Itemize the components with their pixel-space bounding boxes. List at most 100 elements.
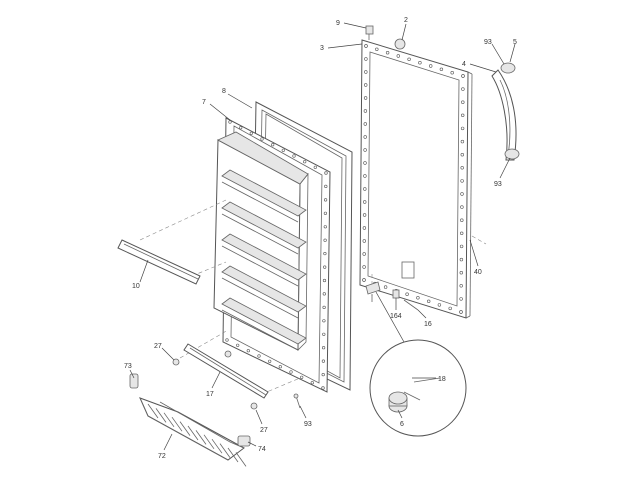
callout-27-right: 27 (260, 427, 268, 434)
screw-hole (363, 200, 367, 204)
basket-wire (219, 443, 231, 458)
screw-hole (322, 346, 326, 350)
screw-hole (461, 100, 465, 104)
basket-wire (155, 408, 167, 423)
screw-hole (364, 83, 368, 87)
liner-shelf (221, 297, 307, 345)
screw-hole (460, 153, 464, 157)
callout-93-handle: 93 (494, 181, 502, 188)
screw-hole (225, 338, 229, 342)
basket-wire (171, 416, 183, 432)
screw-hole (416, 296, 420, 300)
liner-shelf-edge (221, 245, 299, 287)
callout-27-left: 27 (154, 343, 162, 350)
screw-hole (364, 70, 368, 74)
screw-hole (292, 154, 296, 158)
screw-hole (460, 218, 464, 222)
screw-hole (364, 44, 368, 48)
screw-hole (249, 131, 253, 135)
door-handle (491, 62, 520, 161)
screw-hole (322, 305, 326, 310)
callout-93-top: 93 (484, 39, 492, 46)
hinge-bracket (365, 281, 419, 311)
screw-hole (460, 231, 464, 236)
screw-hole (460, 192, 464, 196)
screw-hole (363, 135, 367, 139)
screw-27a (172, 358, 180, 366)
screw-hole (322, 292, 326, 296)
callout-9: 9 (336, 20, 340, 27)
screw-hole (260, 137, 264, 141)
screw-hole (363, 174, 367, 178)
basket-wire (187, 425, 199, 441)
liner-shelf (221, 169, 307, 217)
basket-wire (179, 421, 191, 436)
screw-hole (322, 332, 326, 336)
detail-callout (369, 291, 467, 437)
screw-hole (268, 359, 272, 363)
screw-hole (460, 205, 464, 209)
screw-hole (257, 354, 261, 358)
screw-hole (429, 64, 433, 68)
basket-wire (203, 434, 215, 450)
screw-hole (375, 47, 379, 51)
screw-hole (324, 171, 328, 175)
liner-shelves (221, 169, 307, 351)
callout-3: 3 (320, 45, 324, 52)
screw-hole (460, 179, 464, 183)
screw-hole (323, 238, 327, 242)
basket-clip-73 (129, 373, 139, 389)
screw-hole (459, 244, 464, 249)
callout-7: 7 (202, 99, 206, 106)
leader-lines (129, 22, 516, 451)
screw-hole (323, 225, 327, 229)
callout-18: 18 (438, 376, 446, 383)
liner-shelf-edge (221, 213, 299, 255)
screw-hole (324, 184, 328, 188)
door-rail-10 (117, 239, 201, 285)
screw-hole (439, 67, 444, 72)
screw-hole (396, 54, 400, 58)
liner-shelf (221, 265, 307, 313)
screw-hole (313, 165, 317, 169)
screw-hole (321, 359, 326, 363)
screw-hole (300, 375, 304, 379)
basket-wire (163, 412, 175, 428)
screw-hole (459, 284, 463, 288)
screw-hole (289, 370, 293, 374)
cam-part-6 (388, 391, 408, 413)
screw-hole (407, 57, 411, 61)
outer-panel-screw-holes (362, 44, 465, 314)
screw-hole (281, 148, 285, 152)
screw-hole (363, 161, 367, 165)
wire-basket (139, 397, 247, 467)
screw-hole (323, 252, 327, 256)
screw-hole (418, 60, 422, 65)
screw-hole (278, 365, 282, 369)
screw-hole (460, 139, 465, 144)
screw-hole (321, 373, 325, 377)
callout-4: 4 (462, 61, 466, 68)
screw-hole (362, 278, 366, 282)
screw-hole (385, 50, 390, 55)
screw-hole (383, 285, 388, 289)
basket-wire (211, 438, 223, 454)
screw-hole (362, 213, 367, 217)
screw-hole (310, 381, 314, 385)
screw-hole (323, 265, 327, 269)
screw-hole (459, 297, 463, 301)
callout-10: 10 (132, 283, 140, 290)
basket-wires (147, 403, 247, 467)
shelf-bar-17 (183, 343, 269, 399)
liner-shelf-edge (221, 181, 299, 223)
screw-hole (427, 299, 431, 303)
screw-9 (365, 25, 374, 40)
screw-hole (461, 113, 465, 118)
screw-hole (321, 386, 325, 390)
screw-hole (362, 265, 366, 269)
liner-shelf (221, 233, 307, 281)
screw-hole (362, 252, 366, 256)
screw-hole (460, 126, 465, 131)
screw-hole (324, 198, 328, 202)
